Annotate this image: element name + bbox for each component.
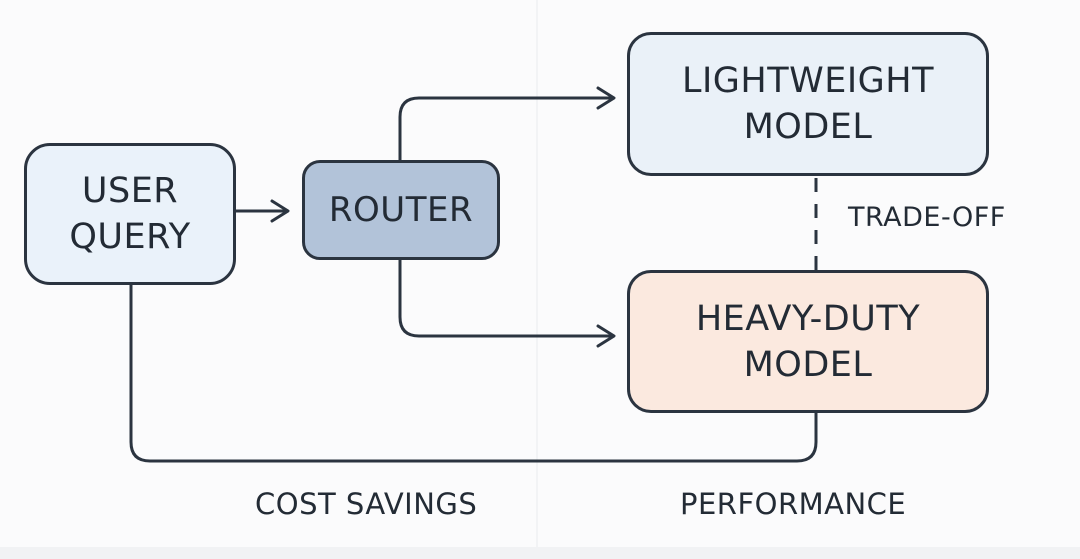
performance-label: PERFORMANCE (680, 487, 907, 521)
arrow-router-to-lightweight (398, 86, 616, 160)
cost-savings-label: COST SAVINGS (255, 487, 478, 521)
heavy-duty-model-label: HEAVY-DUTY MODEL (695, 298, 921, 385)
heavy-duty-model-node: HEAVY-DUTY MODEL (627, 270, 989, 413)
feedback-loop-line (129, 285, 818, 463)
lightweight-model-node: LIGHTWEIGHT MODEL (627, 32, 989, 176)
trade-off-label: TRADE-OFF (848, 202, 1006, 233)
lightweight-model-label: LIGHTWEIGHT MODEL (681, 61, 934, 147)
bottom-strip (0, 547, 1080, 559)
user-query-node: USER QUERY (24, 143, 236, 285)
router-label: ROUTER (328, 190, 474, 230)
arrow-router-to-heavy (398, 260, 616, 348)
user-query-label: USER QUERY (69, 171, 191, 257)
panel-divider (536, 0, 538, 547)
router-node: ROUTER (302, 160, 500, 260)
